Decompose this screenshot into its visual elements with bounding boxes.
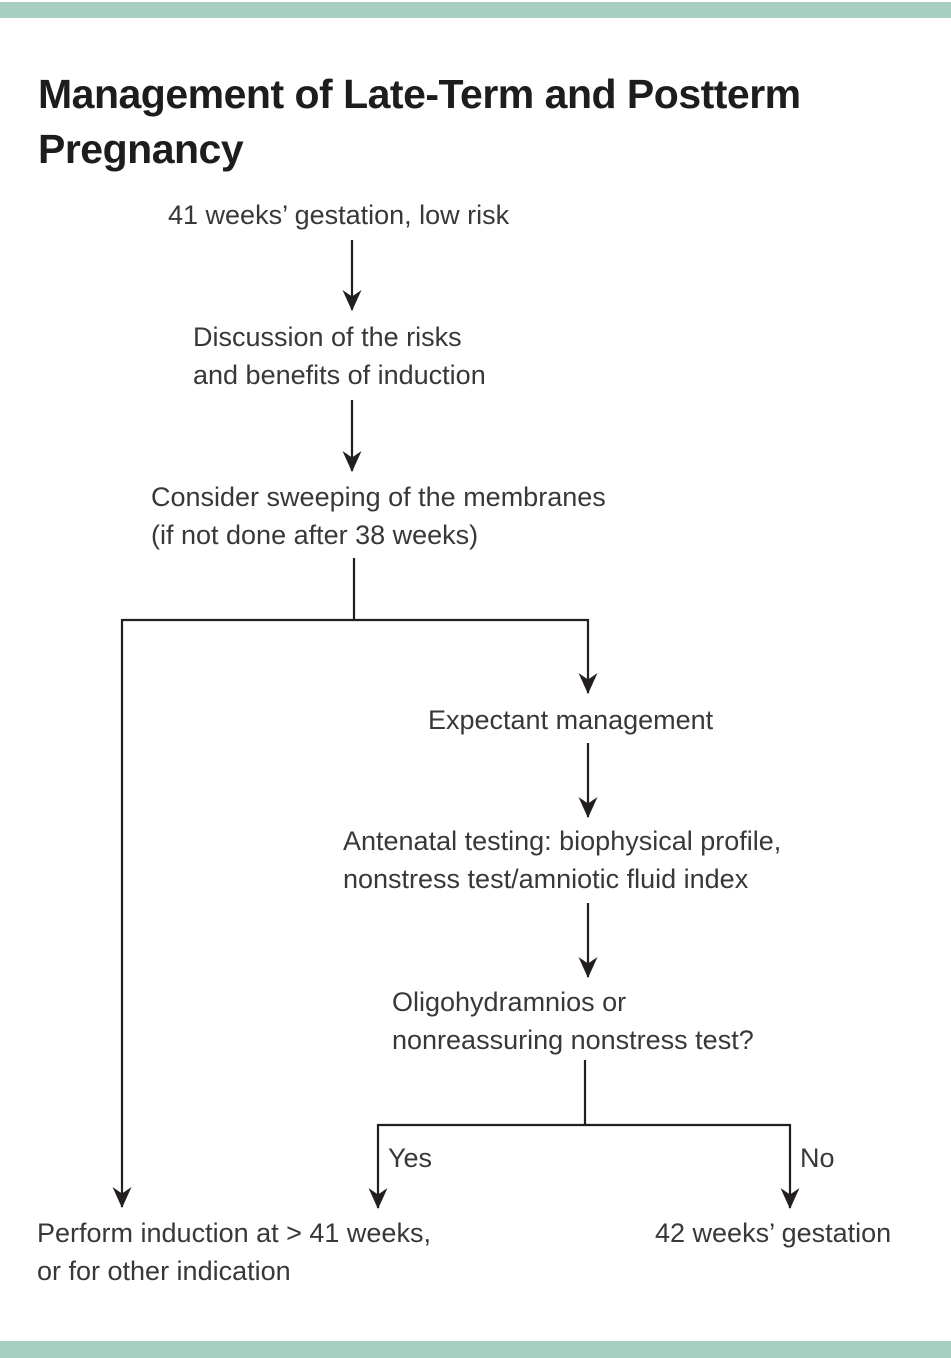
node-antenatal-line1: Antenatal testing: biophysical profile, — [343, 826, 782, 856]
figure-title-line1: Management of Late-Term and Postterm — [38, 71, 801, 118]
top-accent-bar — [0, 2, 951, 18]
edge-sweeping-branch-bar — [122, 558, 588, 622]
node-induction-line2: or for other indication — [37, 1256, 291, 1286]
branch-label-no: No — [800, 1143, 835, 1173]
figure-title: Management of Late-Term and Postterm Pre… — [38, 67, 938, 177]
figure-title-line2: Pregnancy — [38, 126, 244, 173]
node-discussion-line2: and benefits of induction — [193, 360, 486, 390]
node-oligohydramnios: Oligohydramnios or nonreassuring nonstre… — [392, 983, 754, 1059]
node-induction: Perform induction at > 41 weeks, or for … — [37, 1214, 431, 1290]
node-sweeping-line2: (if not done after 38 weeks) — [151, 520, 479, 550]
edge-oligohydramnios-branch-bar — [378, 1060, 790, 1127]
node-start: 41 weeks’ gestation, low risk — [168, 196, 509, 234]
node-induction-line1: Perform induction at > 41 weeks, — [37, 1218, 431, 1248]
node-antenatal: Antenatal testing: biophysical profile, … — [343, 822, 781, 898]
node-sweeping: Consider sweeping of the membranes (if n… — [151, 478, 606, 554]
node-antenatal-line2: nonstress test/amniotic fluid index — [343, 864, 749, 894]
node-gestation42: 42 weeks’ gestation — [655, 1214, 891, 1252]
node-expectant-line1: Expectant management — [428, 705, 714, 735]
node-discussion: Discussion of the risks and benefits of … — [193, 318, 486, 394]
bottom-accent-bar — [0, 1341, 951, 1358]
node-start-line1: 41 weeks’ gestation, low risk — [168, 200, 510, 230]
node-oligohydramnios-line1: Oligohydramnios or — [392, 987, 627, 1017]
node-gestation42-line1: 42 weeks’ gestation — [655, 1218, 892, 1248]
node-oligohydramnios-line2: nonreassuring nonstress test? — [392, 1025, 754, 1055]
node-discussion-line1: Discussion of the risks — [193, 322, 462, 352]
node-sweeping-line1: Consider sweeping of the membranes — [151, 482, 606, 512]
branch-label-yes: Yes — [388, 1143, 433, 1173]
node-expectant: Expectant management — [428, 701, 713, 739]
